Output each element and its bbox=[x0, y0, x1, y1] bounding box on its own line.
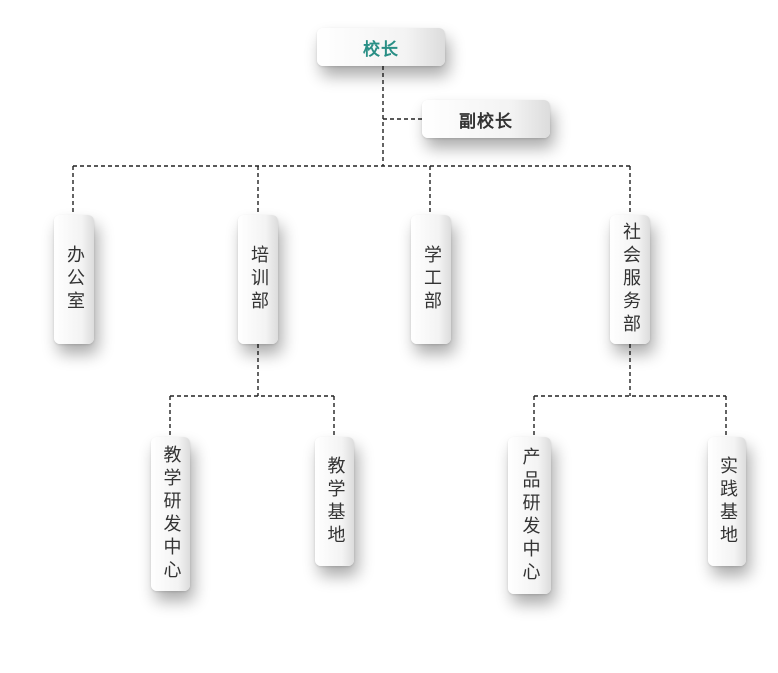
node-teaching-research-center: 教学研发中心 bbox=[151, 437, 190, 591]
node-training: 培训部 bbox=[238, 215, 278, 344]
node-student-affairs-label: 学工部 bbox=[421, 245, 442, 314]
node-teaching-base-label: 教学基地 bbox=[324, 455, 346, 548]
node-social-services-label: 社会服务部 bbox=[620, 222, 641, 337]
node-teaching-research-center-label: 教学研发中心 bbox=[160, 445, 182, 583]
node-training-label: 培训部 bbox=[248, 245, 269, 314]
node-product-research-center-label: 产品研发中心 bbox=[519, 446, 541, 585]
node-practice-base: 实践基地 bbox=[708, 437, 746, 566]
node-office-label: 办公室 bbox=[64, 245, 85, 314]
node-office: 办公室 bbox=[54, 215, 94, 344]
node-teaching-base: 教学基地 bbox=[315, 437, 354, 566]
node-social-services: 社会服务部 bbox=[610, 215, 650, 344]
node-student-affairs: 学工部 bbox=[411, 215, 451, 344]
node-practice-base-label: 实践基地 bbox=[717, 455, 738, 548]
node-principal-label: 校长 bbox=[363, 39, 399, 60]
node-product-research-center: 产品研发中心 bbox=[508, 437, 551, 594]
node-principal: 校长 bbox=[317, 28, 445, 66]
node-vice-principal-label: 副校长 bbox=[459, 111, 513, 132]
node-vice-principal: 副校长 bbox=[422, 100, 550, 138]
